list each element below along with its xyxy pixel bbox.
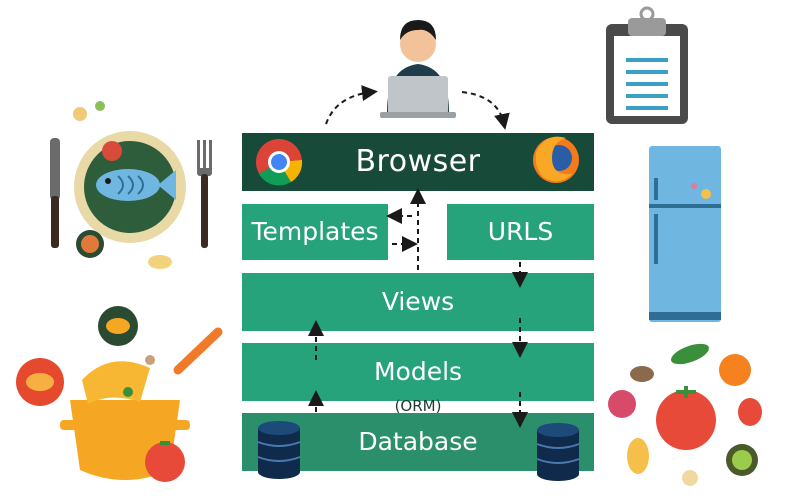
refrigerator-icon (649, 146, 721, 322)
database-label: Database (358, 427, 478, 456)
chrome-icon (256, 139, 303, 186)
views-label: Views (381, 287, 455, 316)
vegetables-icon (608, 343, 762, 486)
database-cylinder-icon (536, 423, 580, 481)
arrow-browser-to-user (325, 85, 378, 125)
browser-label: Browser (355, 144, 481, 179)
database-cylinder-icon (257, 421, 301, 479)
flow-arrows (308, 85, 528, 428)
views-layer: Views (242, 273, 594, 331)
user-at-laptop-icon (380, 20, 456, 118)
database-layer: Database (242, 413, 594, 471)
models-layer: Models (ORM) (242, 343, 594, 415)
fish-plate-icon (73, 101, 186, 269)
clipboard-icon (606, 6, 688, 124)
orm-label: (ORM) (394, 397, 442, 415)
urls-block: URLS (447, 204, 594, 260)
firefox-icon (533, 136, 579, 183)
urls-label: URLS (487, 217, 554, 246)
knife-icon (50, 138, 60, 248)
cooking-pot-icon (16, 306, 223, 482)
fork-icon (197, 140, 212, 248)
templates-label: Templates (251, 217, 379, 246)
models-label: Models (373, 357, 463, 386)
templates-block: Templates (242, 204, 388, 260)
arrow-user-to-browser (461, 91, 510, 130)
